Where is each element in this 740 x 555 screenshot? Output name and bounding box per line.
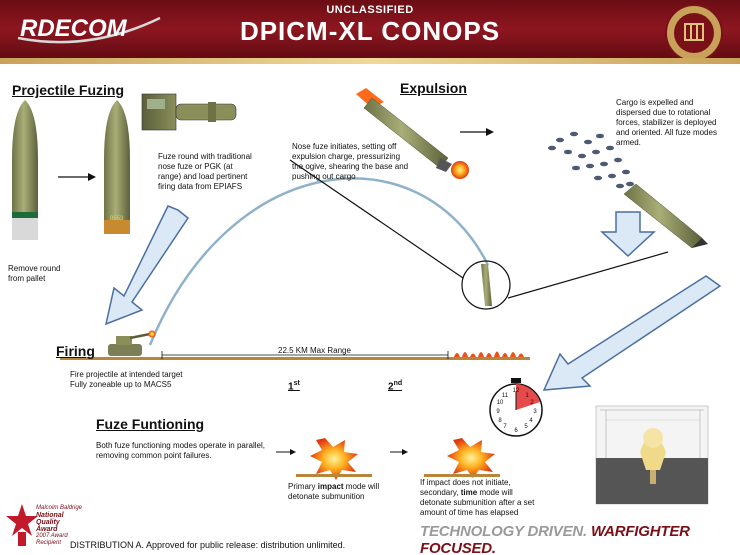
svg-text:10: 10 xyxy=(497,400,504,406)
brand-logo: RDECOM xyxy=(20,15,127,42)
footer-slogan: TECHNOLOGY DRIVEN. WARFIGHTER FOCUSED. xyxy=(420,523,690,555)
arrow-expulsion xyxy=(460,128,494,136)
caption-impact-mode: Primary impact mode will detonate submun… xyxy=(288,482,380,501)
quality-award-icon xyxy=(6,504,38,546)
arrow-to-functioning xyxy=(542,275,722,391)
caption-time-mode: If impact does not initiate, secondary, … xyxy=(420,478,535,517)
award-label: Malcolm Baldrige National Quality Award … xyxy=(36,505,83,546)
ordinal-first: 1st xyxy=(288,380,300,393)
submunition-cloud xyxy=(548,131,634,189)
caption-fuze-modes: Both fuze functioning modes operate in p… xyxy=(96,441,265,460)
svg-text:11: 11 xyxy=(502,393,509,399)
caption-fire-line2: Fully zoneable up to MACS5 xyxy=(70,380,172,389)
arrow-func-2 xyxy=(390,449,408,455)
caption-nose-fuze: Nose fuze initiates, setting off expulsi… xyxy=(292,142,409,181)
section-projectile-fuzing: Projectile Fuzing xyxy=(12,82,125,98)
projectile-in-zoom xyxy=(481,264,492,306)
zoom-line-right xyxy=(507,251,669,299)
distribution-statement: DISTRIBUTION A. Approved for public rele… xyxy=(70,540,346,550)
caption-remove-round: Remove round from pallet xyxy=(8,264,61,283)
range-indicator xyxy=(161,351,449,359)
ordinal-second: 2nd xyxy=(388,380,403,393)
projectile-expulsion xyxy=(356,88,469,179)
page-title: DPICM-XL CONOPS xyxy=(239,16,501,46)
ground-line xyxy=(60,357,530,360)
brand-swoosh-icon xyxy=(17,16,161,44)
svg-text:12: 12 xyxy=(513,388,520,394)
zoom-circle xyxy=(461,260,511,310)
caption-cargo: Cargo is expelled and dispersed due to r… xyxy=(616,98,717,147)
svg-text:1: 1 xyxy=(525,393,529,399)
zoom-line-left xyxy=(289,159,464,279)
command-seal-icon xyxy=(665,4,723,62)
arrow-fuzing xyxy=(58,173,96,181)
header-banner: RDECOM UNCLASSIFIED DPICM-XL CONOPS xyxy=(0,0,740,64)
svg-text:8: 8 xyxy=(498,418,502,424)
svg-text:5: 5 xyxy=(524,424,528,430)
svg-text:3: 3 xyxy=(533,409,537,415)
svg-text:0553: 0553 xyxy=(110,216,124,222)
caption-fuze-round: Fuze round with traditional nose fuze or… xyxy=(158,152,252,191)
range-label: 22.5 KM Max Range xyxy=(278,346,351,355)
caption-fire-line1: Fire projectile at intended target xyxy=(70,370,183,379)
explosion-time xyxy=(424,438,500,478)
test-fixture-image xyxy=(595,405,709,505)
impact-flames xyxy=(454,351,524,357)
fuze-setter-device xyxy=(141,93,237,131)
projectile-body-expelled xyxy=(623,183,708,249)
section-fuze-functioning: Fuze Funtioning xyxy=(96,416,205,432)
svg-text:9: 9 xyxy=(496,409,500,415)
projectile-unfuzed xyxy=(12,100,38,240)
trajectory-arc xyxy=(148,177,490,346)
svg-text:2: 2 xyxy=(530,400,534,406)
projectile-fuzed: 0553 xyxy=(104,100,130,234)
howitzer-icon xyxy=(108,330,156,356)
svg-text:7: 7 xyxy=(503,424,507,430)
svg-text:6: 6 xyxy=(514,428,518,434)
section-firing: Firing xyxy=(56,343,95,359)
explosion-impact xyxy=(296,438,372,480)
arrow-down-cargo xyxy=(600,211,656,258)
classification-label: UNCLASSIFIED xyxy=(326,4,414,16)
arrow-to-firing xyxy=(104,205,190,326)
section-expulsion: Expulsion xyxy=(400,80,467,96)
svg-text:4: 4 xyxy=(529,418,533,424)
arrow-func-1 xyxy=(276,449,296,455)
